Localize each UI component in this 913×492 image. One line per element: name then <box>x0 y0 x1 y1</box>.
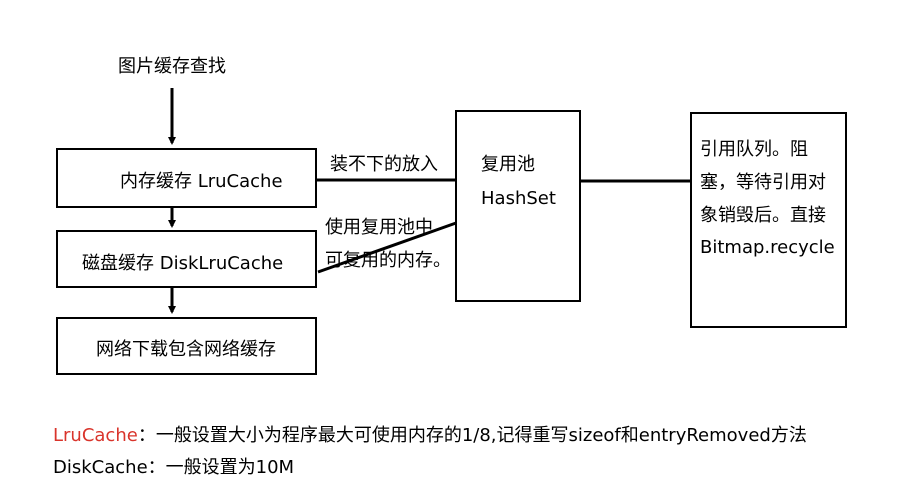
reference-queue-line-4: Bitmap.recycle <box>700 237 835 258</box>
note-diskcache: DiskCache：一般设置为10M <box>53 457 295 478</box>
edge-label-use-pool-2: 可复用的内存。 <box>325 250 451 271</box>
disk-cache-box: 磁盘缓存 DiskLruCache <box>56 230 317 288</box>
note-lrucache-name: LruCache <box>53 425 138 446</box>
edge-label-use-pool-1: 使用复用池中 <box>325 217 433 238</box>
diagram-title: 图片缓存查找 <box>118 56 226 77</box>
memory-cache-box: 内存缓存 LruCache <box>56 148 317 208</box>
network-box: 网络下载包含网络缓存 <box>56 317 317 375</box>
reference-queue-line-1: 引用队列。阻 <box>700 139 808 160</box>
reuse-pool-label: 复用池 <box>481 154 535 175</box>
reference-queue-box: 引用队列。阻 塞，等待引用对 象销毁后。直接 Bitmap.recycle <box>690 112 847 328</box>
note-lrucache: LruCache：一般设置大小为程序最大可使用内存的1/8,记得重写sizeof… <box>53 427 807 445</box>
memory-cache-label: 内存缓存 LruCache <box>120 171 283 192</box>
note-lrucache-text: ：一般设置大小为程序最大可使用内存的1/8,记得重写sizeof和entryRe… <box>137 425 807 446</box>
disk-cache-label: 磁盘缓存 DiskLruCache <box>82 253 284 274</box>
reference-queue-line-2: 塞，等待引用对 <box>700 172 826 193</box>
edge-label-put-overflow: 装不下的放入 <box>330 154 438 175</box>
reference-queue-line-3: 象销毁后。直接 <box>700 205 826 226</box>
network-label: 网络下载包含网络缓存 <box>96 339 276 360</box>
reuse-pool-sublabel: HashSet <box>481 188 556 209</box>
reuse-pool-box: 复用池 HashSet <box>455 110 581 302</box>
